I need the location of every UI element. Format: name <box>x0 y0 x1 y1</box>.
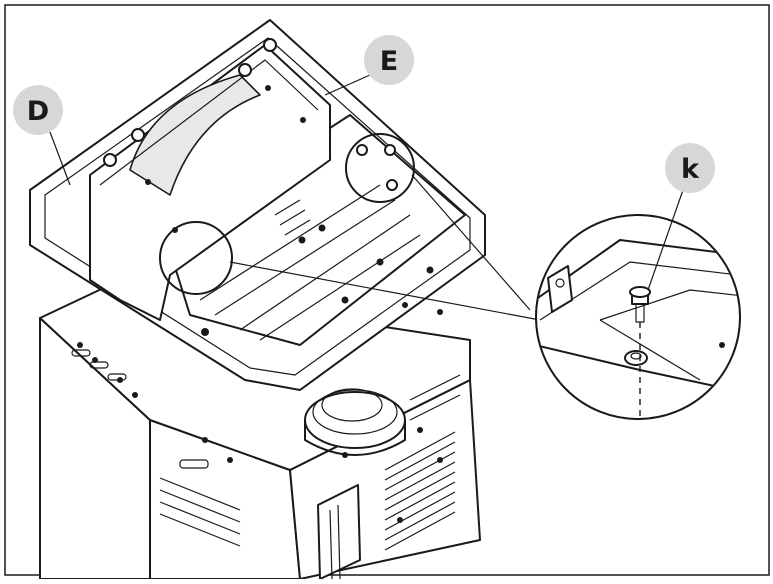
e-leader-line <box>324 74 371 96</box>
frame-border <box>4 4 770 576</box>
lid-screws <box>201 224 443 336</box>
highlight-circle-front <box>159 221 233 295</box>
flue-collar <box>304 388 406 456</box>
inner-flap-d-arch <box>129 74 261 196</box>
d-leader-line <box>49 131 71 186</box>
detail-leader-line-1 <box>229 261 541 321</box>
label-d: D <box>27 96 49 127</box>
detail-leader-line-2 <box>411 174 531 311</box>
label-d-badge: D <box>13 85 63 135</box>
nut-k <box>624 350 648 366</box>
label-k-badge: k <box>665 143 715 193</box>
k-leader-line <box>647 189 684 291</box>
detail-magnifier <box>535 214 741 420</box>
top-cover-inner-rim <box>44 37 471 376</box>
inner-flap-d-outline <box>89 44 331 321</box>
inner-flap-d <box>89 44 331 321</box>
label-e: E <box>380 46 398 77</box>
lid-slots <box>274 199 311 236</box>
body-slots <box>71 349 209 469</box>
lid-bumpers <box>103 38 398 191</box>
label-e-badge: E <box>364 35 414 85</box>
highlight-circle-right <box>345 133 415 203</box>
label-k: k <box>681 154 700 185</box>
flap-screws <box>145 85 306 233</box>
right-vent-louvers <box>384 374 461 551</box>
rear-bracket <box>317 484 361 580</box>
front-vent-louvers <box>159 477 241 547</box>
screw-k <box>629 286 651 323</box>
